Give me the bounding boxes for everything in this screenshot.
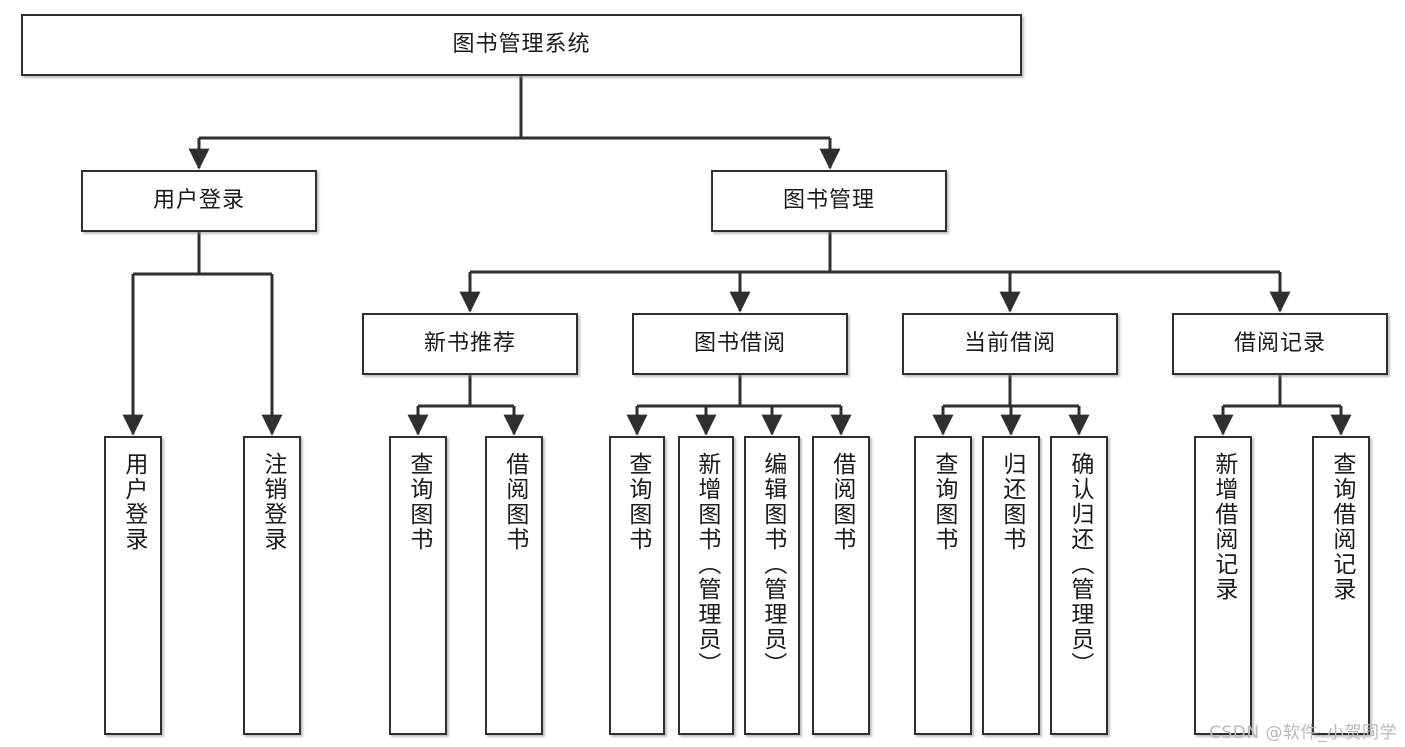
node-label: 编辑图书（管理员） [759,452,786,677]
node-label: 当前借阅 [963,330,1056,356]
node-label: 图书管理系统 [452,31,591,57]
leaf-new-book-borrow-books[interactable]: 借阅图书 [485,436,543,735]
leaf-current-borrow-return-books[interactable]: 归还图书 [982,436,1040,735]
node-book-borrow[interactable]: 图书借阅 [632,313,848,375]
leaf-new-book-query-books[interactable]: 查询图书 [389,436,447,735]
leaf-book-borrow-borrow-books[interactable]: 借阅图书 [812,436,870,735]
leaf-current-borrow-query-books[interactable]: 查询图书 [914,436,972,735]
node-label: 用户登录 [120,452,147,552]
leaf-book-borrow-query-books[interactable]: 查询图书 [609,436,665,735]
node-label: 借阅图书 [828,452,855,552]
node-borrow-records[interactable]: 借阅记录 [1172,313,1388,375]
node-label: 新增借阅记录 [1210,452,1237,602]
node-root-book-management-system[interactable]: 图书管理系统 [21,14,1022,76]
node-label: 借阅记录 [1233,330,1326,356]
node-label: 借阅图书 [501,452,528,552]
node-label: 图书借阅 [693,330,786,356]
node-label: 新增图书（管理员） [693,452,720,677]
leaf-borrow-records-add-record[interactable]: 新增借阅记录 [1194,436,1252,735]
node-label: 查询借阅记录 [1328,452,1355,602]
leaf-book-borrow-add-book-admin[interactable]: 新增图书（管理员） [678,436,734,735]
leaf-user-login-login[interactable]: 用户登录 [104,436,162,735]
node-current-borrow[interactable]: 当前借阅 [902,313,1118,375]
node-label: 查询图书 [624,452,651,552]
leaf-current-borrow-confirm-return-admin[interactable]: 确认归还（管理员） [1050,436,1108,735]
node-label: 确认归还（管理员） [1066,452,1093,677]
node-book-management[interactable]: 图书管理 [711,170,947,232]
leaf-user-login-logout[interactable]: 注销登录 [243,436,301,735]
node-label: 查询图书 [405,452,432,552]
leaf-book-borrow-edit-book-admin[interactable]: 编辑图书（管理员） [744,436,800,735]
node-label: 查询图书 [930,452,957,552]
node-user-login[interactable]: 用户登录 [81,170,317,232]
node-label: 图书管理 [782,187,875,213]
csdn-watermark: CSDN @软件_小贺同学 [1209,723,1397,743]
node-label: 归还图书 [998,452,1025,552]
node-label: 用户登录 [152,187,245,213]
node-new-book-recommend[interactable]: 新书推荐 [362,313,578,375]
node-label: 注销登录 [259,452,286,552]
node-label: 新书推荐 [423,330,516,356]
leaf-borrow-records-query-record[interactable]: 查询借阅记录 [1312,436,1370,735]
